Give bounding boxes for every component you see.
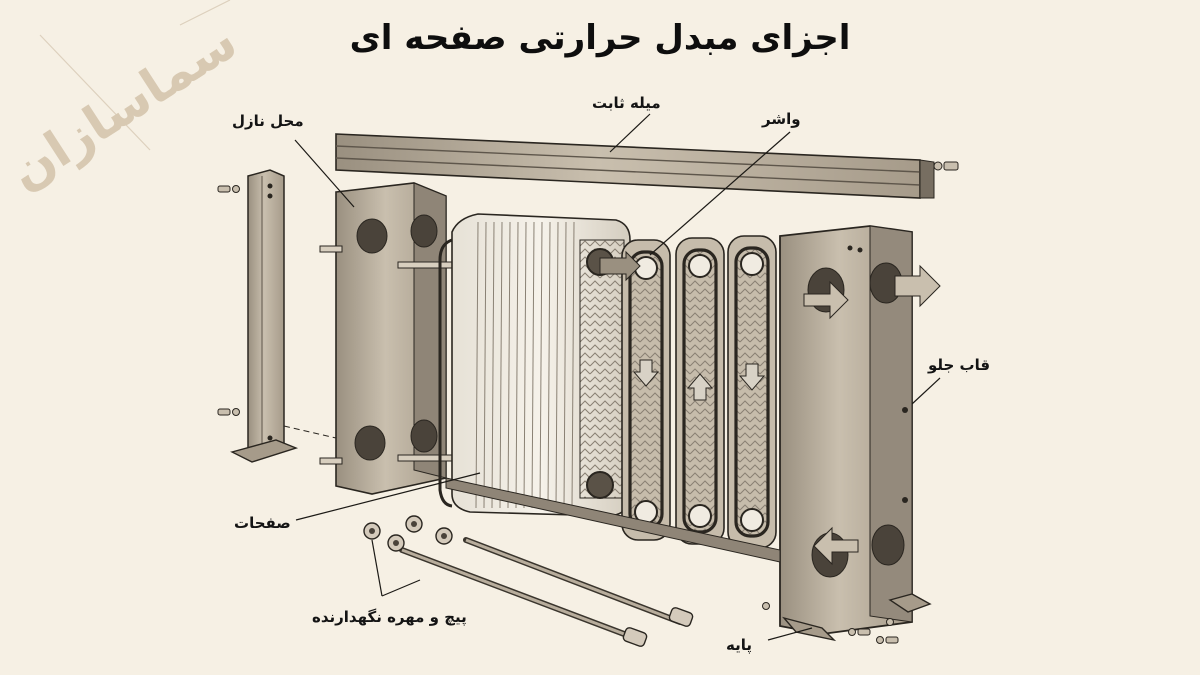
watermark-lines (39, 0, 231, 151)
label-gasket: واشر (762, 110, 801, 128)
leader-lines (294, 113, 941, 641)
label-stand: پایه (726, 636, 752, 654)
left-column (217, 169, 337, 463)
loose-plates (599, 235, 777, 549)
front-frame-shape (779, 225, 941, 635)
label-bolts-nuts: پیچ و مهره نگهدارنده (312, 608, 467, 626)
fixed-rod-shape (335, 133, 959, 199)
label-front-frame: قاب جلو (928, 356, 991, 374)
label-plates: صفحات (234, 514, 291, 532)
plate-pack (438, 213, 631, 517)
bottom-rail (445, 477, 781, 563)
page-title: اجزای مبدل حرارتی صفحه ای (349, 18, 851, 58)
tie-rods (363, 515, 694, 647)
stand-shape (762, 593, 932, 644)
label-nozzle: محل نازل (232, 112, 304, 130)
pressure-plate (319, 182, 469, 495)
label-fixed-rod: میله ثابت (592, 94, 661, 112)
